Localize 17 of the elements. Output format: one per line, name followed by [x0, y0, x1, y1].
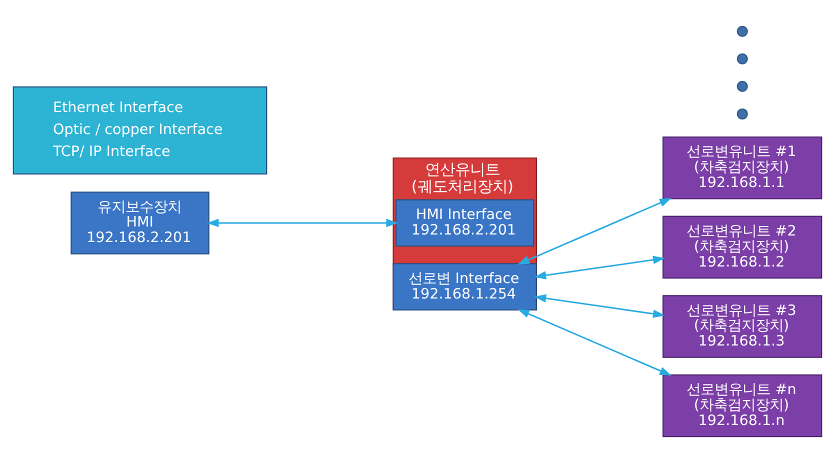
node-box: HMI Interface 192.168.2.201: [395, 198, 534, 246]
node-box: 선로변 Interface 192.168.1.254: [392, 262, 537, 310]
node-box: 선로변유니트 #1 (차축검지장치) 192.168.1.1: [662, 136, 822, 199]
node-box: 유지보수장치 HMI 192.168.2.201: [70, 191, 210, 254]
node-box: 선로변유니트 #n (차축검지장치) 192.168.1.n: [662, 374, 822, 437]
node-box: 선로변유니트 #2 (차축검지장치) 192.168.1.2: [662, 215, 822, 278]
arrow: [534, 294, 665, 318]
node-circle: [736, 25, 748, 36]
arrow: [206, 218, 398, 227]
node-circle: [736, 80, 748, 92]
node-circle: [736, 52, 748, 64]
node-box: 선로변유니트 #3 (차축검지장치) 192.168.1.3: [662, 294, 822, 358]
arrow: [534, 255, 665, 279]
arrow: [518, 308, 672, 376]
node-box: Ethernet Interface Optic / copper Interface TCP/ IP Interface: [12, 86, 268, 174]
arrow: [518, 198, 672, 264]
node-circle: [736, 108, 748, 119]
